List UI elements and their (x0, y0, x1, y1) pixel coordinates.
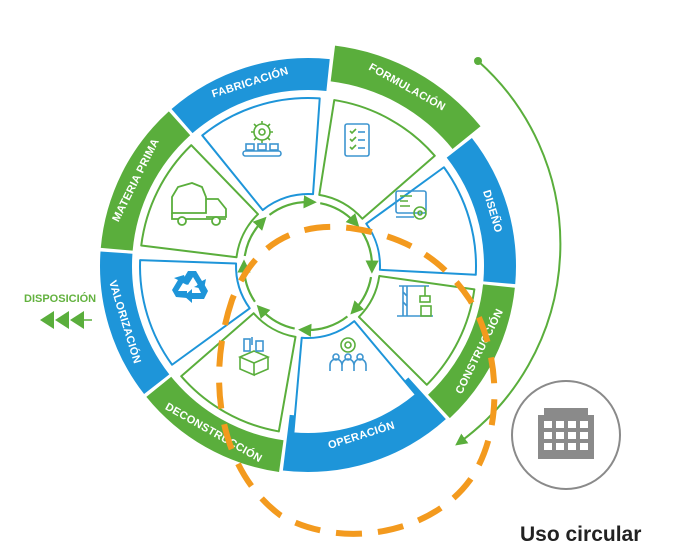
tile-materia_prima (140, 144, 259, 259)
icons-layer (171, 121, 433, 377)
inner-ring (139, 97, 477, 435)
inner-arrow (319, 202, 360, 228)
deconstruction-box-icon (237, 337, 271, 377)
factory-gear-conveyor-icon (242, 121, 282, 157)
inner-arrow (298, 315, 349, 337)
inner-arrow (256, 304, 295, 330)
building-icon (538, 408, 594, 459)
uso-circular-label: Uso circular (520, 523, 641, 546)
tile-construccion (357, 275, 476, 386)
segment-formulacion (330, 45, 481, 149)
recycle-icon (172, 271, 208, 303)
truck-raw-material-icon (171, 182, 227, 226)
disposicion-group: DISPOSICIÓN (24, 292, 96, 329)
uso-circular-group: Uso circular (511, 380, 641, 546)
construction-crane-icon (397, 285, 433, 317)
outer-cycle-arrow (455, 60, 562, 446)
blueprint-design-icon (395, 190, 427, 220)
tile-diseno (365, 166, 477, 276)
segment-deconstruccion (146, 376, 284, 472)
segment-construccion (428, 284, 515, 419)
operation-team-gear-icon (329, 337, 367, 371)
inner-arrow (243, 216, 267, 257)
segment-fabricacion (171, 57, 330, 134)
segment-diseno (446, 137, 516, 285)
inner-arrow (268, 195, 317, 216)
checklist-document-icon (344, 123, 370, 157)
triple-arrow-left-icon (40, 311, 92, 329)
disposicion-label: DISPOSICIÓN (24, 292, 96, 305)
inner-arrow (237, 259, 256, 303)
segment-valorizacion (99, 251, 170, 395)
tile-fabricacion (201, 97, 321, 212)
inner-arrow (350, 276, 373, 315)
tile-operacion (292, 320, 417, 435)
inner-arrow (360, 229, 379, 274)
tile-deconstruccion (180, 312, 297, 433)
segment-materia_prima (100, 111, 191, 251)
circular-use-loop (216, 224, 498, 537)
outer-cycle-arrow-start-dot (474, 57, 482, 65)
tile-valorizacion (139, 259, 251, 366)
tile-formulacion (318, 99, 436, 220)
inner-cycle-arrows (237, 195, 379, 337)
